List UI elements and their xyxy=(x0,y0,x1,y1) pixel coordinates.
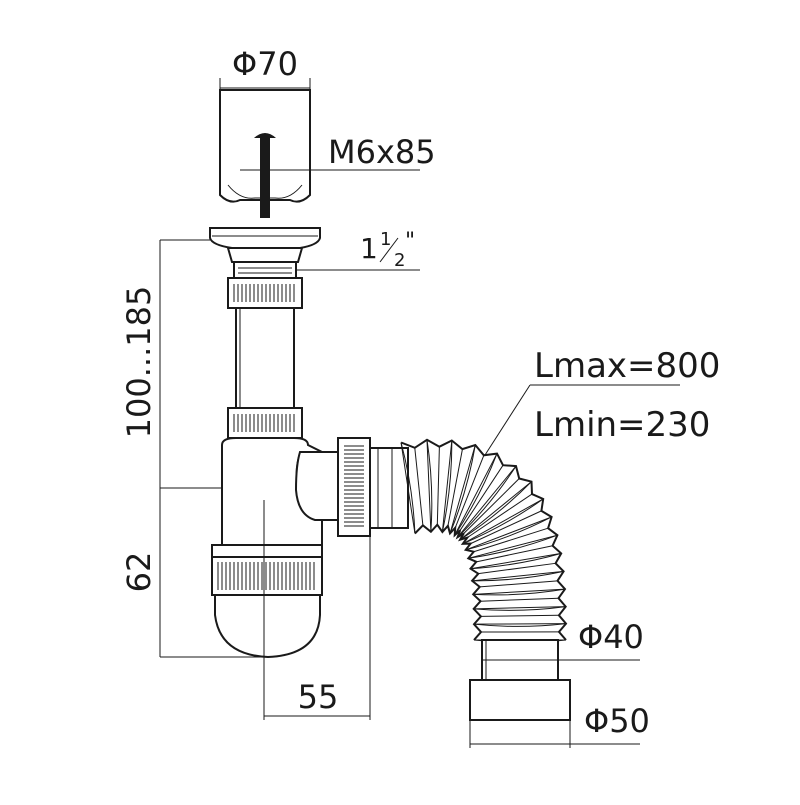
tail-pipe xyxy=(236,308,294,408)
label-screw: M6x85 xyxy=(328,133,436,171)
dim-strainer-diameter: Φ70 xyxy=(220,45,310,90)
label-hose-diameter: Φ40 xyxy=(578,618,644,656)
label-thread-num: 1 xyxy=(380,229,391,250)
label-strainer-diameter: Φ70 xyxy=(232,45,298,83)
label-outlet-diameter: Φ50 xyxy=(584,702,650,740)
label-trap-height: 62 xyxy=(120,552,158,593)
label-thread-den: 2 xyxy=(394,250,405,271)
label-outlet-offset: 55 xyxy=(298,678,339,716)
bottom-nut xyxy=(212,545,322,595)
label-thread-mark: " xyxy=(405,229,415,254)
label-height-range: 100...185 xyxy=(120,286,158,439)
middle-nut xyxy=(228,408,302,438)
dim-hose-length: Lmax=800 Lmin=230 xyxy=(485,346,720,455)
label-hose-min: Lmin=230 xyxy=(534,405,710,445)
dim-height-range: 100...185 xyxy=(120,240,222,488)
label-hose-max: Lmax=800 xyxy=(534,346,720,386)
corrugated-hose xyxy=(401,440,566,643)
hose-cuff xyxy=(470,640,570,720)
label-thread-whole: 1 xyxy=(360,232,378,265)
upper-nut xyxy=(228,278,302,308)
trap-cup xyxy=(215,595,320,657)
